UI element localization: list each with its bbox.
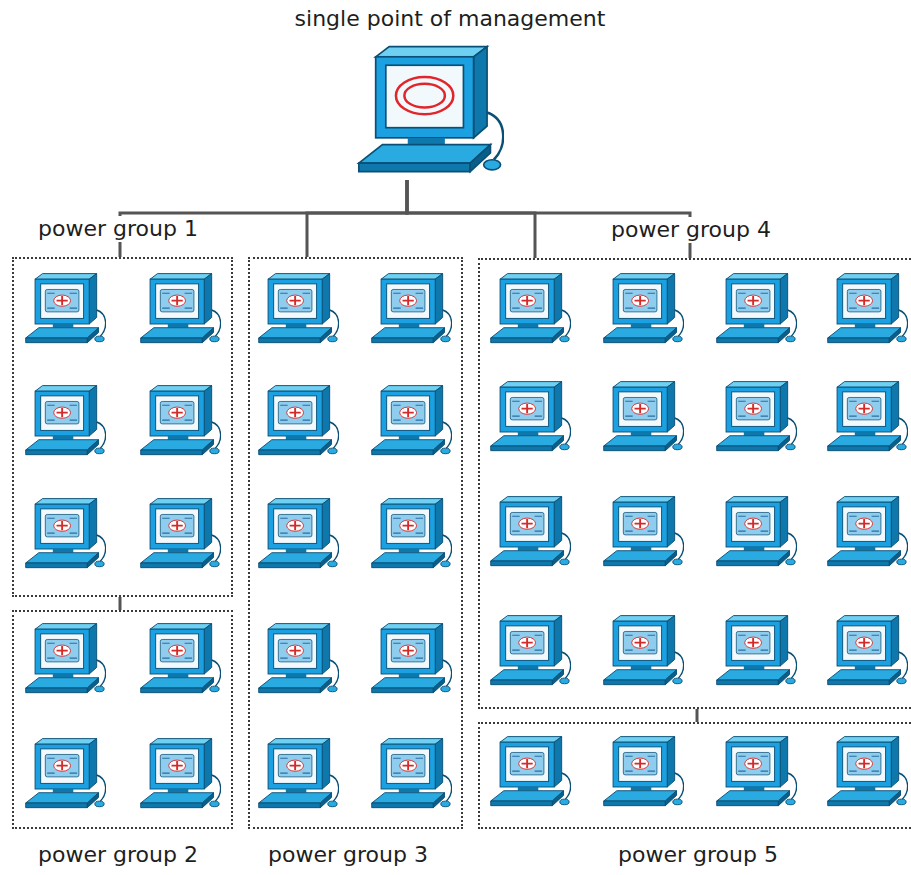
computer-icon: [717, 382, 797, 451]
computer-icon: [26, 739, 106, 808]
computer-icon: [717, 497, 797, 566]
computer-icon: [717, 616, 797, 685]
computer-icon: [491, 274, 571, 343]
computer-icon: [491, 497, 571, 566]
group-label: power group 5: [616, 842, 780, 868]
computer-icon: [372, 739, 452, 808]
computer-icon: [604, 497, 684, 566]
computer-icon: [259, 739, 339, 808]
computer-icon: [828, 382, 908, 451]
computer-icon: [141, 499, 221, 568]
computer-icon: [26, 624, 106, 693]
computer-icon: [259, 274, 339, 343]
power-group-box: power group 3: [248, 257, 463, 829]
network-link: [407, 180, 535, 258]
management-computer: [359, 47, 503, 172]
computer-icon: [141, 386, 221, 455]
computer-icon: [491, 737, 571, 806]
computer-icon: [141, 274, 221, 343]
computer-icon: [259, 624, 339, 693]
computer-icon: [717, 274, 797, 343]
computer-icon: [491, 382, 571, 451]
group-label: power group 2: [36, 842, 200, 868]
network-link: [696, 709, 699, 722]
computer-icon: [604, 382, 684, 451]
group-label: power group 1: [36, 216, 200, 242]
computer-icon: [372, 386, 452, 455]
group-label: power group 4: [609, 217, 773, 243]
computer-icon: [604, 274, 684, 343]
computer-icon: [372, 499, 452, 568]
power-group-box: power group 2: [12, 610, 233, 829]
network-link: [119, 597, 122, 610]
station-label: single point of management: [263, 6, 637, 32]
computer-icon: [491, 616, 571, 685]
computer-icon: [259, 499, 339, 568]
computer-icon: [604, 737, 684, 806]
power-group-box: power group 1: [12, 257, 233, 597]
computer-icon: [717, 737, 797, 806]
computer-icon: [828, 737, 908, 806]
computer-icon: [141, 624, 221, 693]
group-label: power group 3: [266, 842, 430, 868]
computer-icon: [26, 386, 106, 455]
computer-icon: [259, 386, 339, 455]
network-link: [307, 180, 407, 257]
computer-icon: [828, 497, 908, 566]
power-group-box: power group 4: [478, 258, 911, 709]
computer-icon: [26, 274, 106, 343]
computer-icon: [372, 624, 452, 693]
power-group-box: power group 5: [478, 722, 911, 829]
computer-icon: [604, 616, 684, 685]
computer-icon: [372, 274, 452, 343]
computer-icon: [141, 739, 221, 808]
management-station: single point of management: [263, 6, 637, 180]
computer-icon: [828, 274, 908, 343]
computer-icon: [828, 616, 908, 685]
computer-icon: [26, 499, 106, 568]
